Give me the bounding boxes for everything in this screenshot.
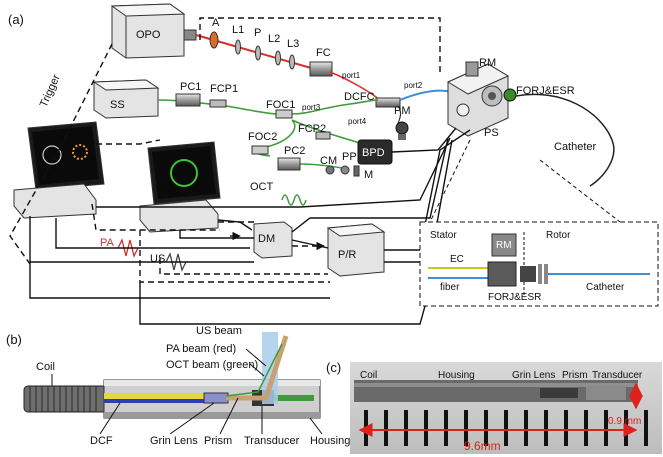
label-fcp1: FCP1 [210, 83, 238, 95]
inset-rotor: Rotor [546, 230, 571, 241]
pc1 [175, 93, 201, 107]
monitor-right [139, 141, 221, 233]
photo-coil: Coil [360, 370, 377, 381]
fiber-coupler [309, 61, 333, 77]
label-ps: PS [484, 127, 499, 139]
pa-beam [226, 335, 289, 401]
label-trigger: Trigger [38, 73, 63, 110]
label-pc2: PC2 [284, 145, 305, 157]
probe-leaders [99, 397, 323, 435]
label-pm: PM [394, 105, 411, 117]
ss-box [92, 79, 160, 119]
label-foc2: FOC2 [248, 131, 277, 143]
probe-dcf: DCF [90, 435, 113, 447]
inset-catheter: Catheter [586, 282, 625, 293]
label-fc: FC [316, 47, 331, 59]
inset-fiber: fiber [440, 282, 460, 293]
label-rm: RM [479, 57, 496, 69]
label-l1: L1 [232, 24, 244, 36]
label-port1: port1 [342, 71, 361, 80]
photo-dim-large: 9.6mm [464, 439, 501, 453]
label-m: M [364, 169, 373, 181]
label-a: A [212, 17, 220, 29]
label-p: P [254, 27, 261, 39]
photo-prism: Prism [562, 370, 588, 381]
pr-box [326, 223, 386, 277]
optics-row [209, 31, 295, 70]
dcfc-coupler [375, 97, 401, 108]
dm-box [253, 221, 293, 259]
power-meter [395, 121, 409, 140]
panel-a-label: (a) [8, 12, 24, 27]
inset-rm: RM [496, 240, 512, 251]
label-port2: port2 [404, 81, 423, 90]
photo-transducer: Transducer [592, 370, 643, 381]
label-l2: L2 [268, 33, 280, 45]
label-fcp2: FCP2 [298, 123, 326, 135]
label-pc1: PC1 [180, 81, 201, 93]
label-pp: PP [342, 151, 357, 163]
inset-ec: EC [450, 254, 464, 265]
label-dcfc: DCFC [344, 91, 375, 103]
probe-grin: Grin Lens [150, 435, 198, 447]
probe-pa-beam: PA beam (red) [166, 343, 236, 355]
probe-drawing [23, 379, 321, 419]
probe-housing: Housing [310, 435, 350, 447]
label-port4: port4 [348, 117, 367, 126]
label-bpd: BPD [362, 147, 385, 159]
label-us: US [150, 253, 165, 265]
opo-label: OPO [136, 29, 161, 41]
label-cm: CM [320, 155, 337, 167]
photo-housing: Housing [438, 370, 475, 381]
inset-stator: Stator [430, 230, 457, 241]
catheter-line [515, 93, 615, 187]
label-catheter: Catheter [554, 141, 597, 153]
pc2 [277, 157, 301, 171]
probe-transducer: Transducer [244, 435, 300, 447]
probe-oct-beam: OCT beam (green) [166, 359, 258, 371]
oct-beam [225, 343, 283, 397]
monitor-left [13, 121, 105, 219]
photo-grin: Grin Lens [512, 370, 555, 381]
label-oct: OCT [250, 181, 274, 193]
probe-coil: Coil [36, 361, 55, 373]
probe-us-beam: US beam [196, 325, 242, 337]
label-ss: SS [110, 99, 125, 111]
label-l3: L3 [287, 38, 299, 50]
panel-c-label: (c) [326, 360, 341, 375]
inset-forj: FORJ&ESR [488, 292, 541, 303]
panel-b-label: (b) [6, 332, 22, 347]
label-dm: DM [258, 233, 275, 245]
photo-dim-small: 0.9 mm [608, 416, 641, 427]
label-pa: PA [100, 237, 115, 249]
probe-prism: Prism [204, 435, 232, 447]
label-pr: P/R [338, 249, 356, 261]
opo-box [110, 3, 197, 59]
rotary-assembly [446, 61, 517, 137]
forj-inset [419, 221, 659, 307]
label-foc1: FOC1 [266, 99, 295, 111]
label-port3: port3 [302, 103, 321, 112]
